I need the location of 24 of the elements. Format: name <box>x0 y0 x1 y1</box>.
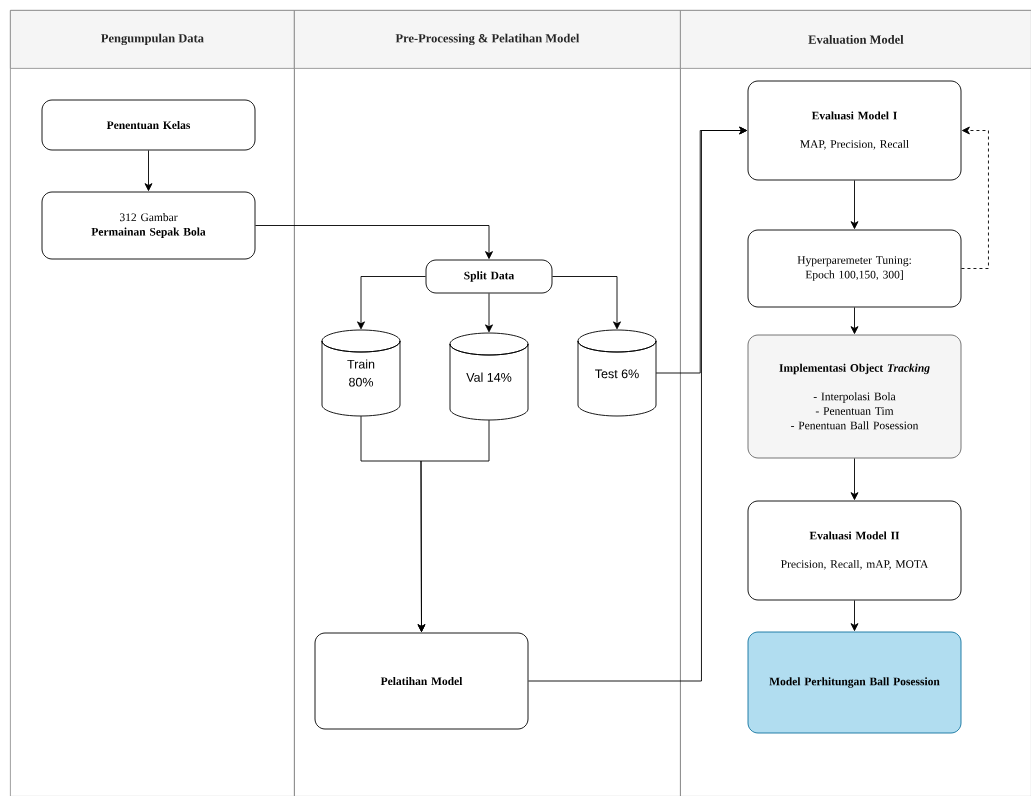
arrow <box>417 419 490 632</box>
process-box: Implementasi Object Tracking - Interpolasi Bola - Penentuan Tim - Penentuan Ball Posession <box>747 334 962 459</box>
arrow <box>961 126 989 269</box>
database-cylinder: Test 6% <box>577 329 657 417</box>
process-box: 312 Gambar Permainan Sepak Bola <box>41 191 256 260</box>
arrow <box>552 276 621 330</box>
process-box: Evaluasi Model II Precision, Recall, mAP, MOTA <box>747 500 962 601</box>
arrow <box>485 293 493 333</box>
database-cylinder: Train 80% <box>321 329 401 417</box>
process-box: Evaluasi Model I MAP, Precision, Recall <box>747 80 962 181</box>
process-box: Split Data <box>425 259 553 294</box>
result-box: Model Perhitungan Ball Posession <box>747 631 962 734</box>
process-box: Penentuan Kelas <box>41 99 256 151</box>
arrow <box>144 150 153 191</box>
database-cylinder: Val 14% <box>449 332 529 421</box>
process-box: Hyperparemeter Tuning: Epoch 100,150, 300] <box>747 229 962 308</box>
arrow <box>850 458 859 500</box>
arrow <box>850 180 859 229</box>
process-box: Pelatihan Model <box>314 632 529 730</box>
arrow <box>528 126 747 682</box>
arrow <box>850 600 859 631</box>
arrow <box>357 276 426 330</box>
arrow <box>255 225 493 259</box>
arrow <box>850 307 859 334</box>
